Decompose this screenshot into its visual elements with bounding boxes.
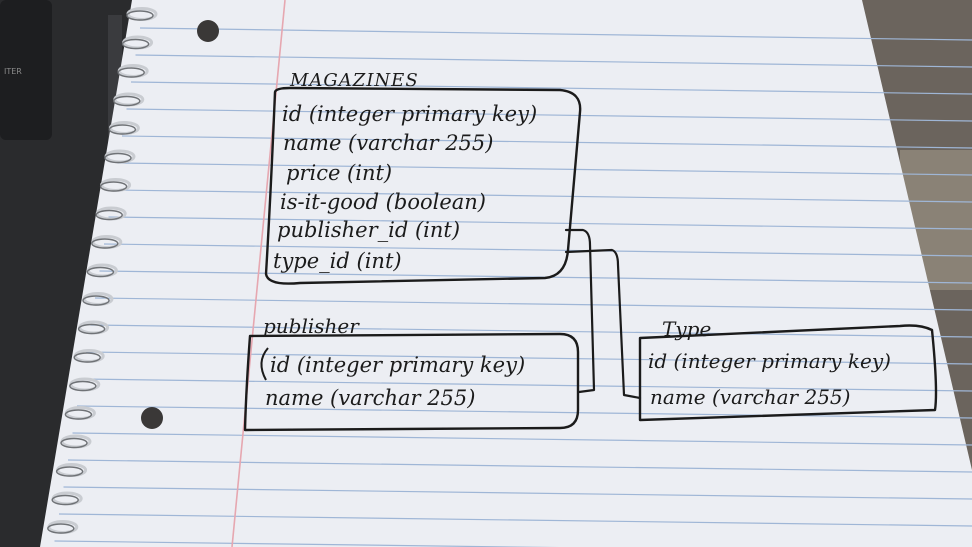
table-border (638, 324, 938, 422)
relationship-lines (564, 228, 642, 400)
punch-hole (197, 20, 219, 42)
spiral-ring-shadow (47, 523, 75, 534)
table-border (243, 332, 580, 432)
ruled-line (117, 162, 972, 176)
spiral-ring-shadow (104, 152, 132, 164)
notebook-page (40, 0, 972, 547)
ruled-line (121, 135, 972, 149)
ruled-lines (54, 27, 972, 547)
table-type: Type id (integer primary key) name (varc… (638, 317, 938, 422)
ruled-line (85, 351, 972, 365)
field-row: name (varchar 255) (265, 386, 475, 410)
laptop-key-label: ITER (4, 67, 22, 76)
table-title: publisher (263, 314, 360, 338)
spiral-ring-shadow (121, 38, 150, 50)
ruled-line (90, 324, 972, 338)
ruled-line (135, 54, 972, 68)
spiral-ring-shadow (60, 437, 88, 449)
spiral-ring-shadow (126, 10, 154, 21)
field-row: id (integer primary key) (270, 353, 525, 377)
punch-hole (141, 407, 163, 429)
ruled-line (67, 459, 972, 473)
ruled-line (81, 378, 972, 392)
spiral-ring-shadow (82, 295, 110, 306)
spiral-ring-shadow (86, 266, 115, 278)
field-row: type_id (int) (273, 249, 402, 273)
field-row: price (int) (286, 161, 392, 185)
ruled-line (139, 27, 972, 41)
spiral-ring-shadow (99, 181, 128, 192)
ruled-line (54, 540, 560, 547)
table-magazines: MAGAZINES id (integer primary key) name … (264, 70, 582, 285)
field-row: name (varchar 255) (283, 131, 493, 155)
connector-publisher (564, 228, 596, 394)
ruled-line (112, 189, 972, 203)
field-row: id (integer primary key) (282, 102, 537, 126)
table-title: Type (662, 317, 711, 341)
spiral-ring-shadow (95, 209, 123, 221)
ruled-line (108, 216, 972, 230)
ruled-line (126, 108, 972, 122)
spiral-ring-shadow (73, 352, 101, 363)
spiral-binding (47, 7, 158, 534)
connector-type (564, 248, 642, 400)
field-row: name (varchar 255) (650, 385, 850, 409)
ruled-line (103, 243, 972, 257)
ruled-line (72, 432, 972, 446)
spiral-ring-shadow (55, 466, 84, 477)
spiral-ring-shadow (91, 238, 119, 249)
ruled-line (58, 513, 972, 527)
table-publisher: publisher id (integer primary key) name … (243, 314, 580, 432)
ruled-line (76, 405, 972, 419)
ruled-line (130, 81, 972, 95)
spiral-ring-shadow (51, 494, 79, 506)
ruled-line (94, 297, 972, 311)
field-row: publisher_id (int) (277, 218, 460, 242)
spiral-ring-shadow (108, 124, 137, 135)
field-row: id (integer primary key) (648, 349, 891, 373)
field-row: is-it-good (boolean) (280, 190, 486, 214)
spiral-ring-shadow (77, 323, 106, 335)
table-title: MAGAZINES (289, 70, 419, 91)
spiral-ring-shadow (64, 409, 93, 420)
spiral-ring-shadow (69, 380, 97, 392)
table-border (264, 86, 582, 285)
spiral-ring-shadow (113, 95, 141, 107)
paren-mark (260, 347, 269, 381)
spiral-ring-shadow (117, 67, 145, 78)
ruled-line (63, 486, 972, 500)
